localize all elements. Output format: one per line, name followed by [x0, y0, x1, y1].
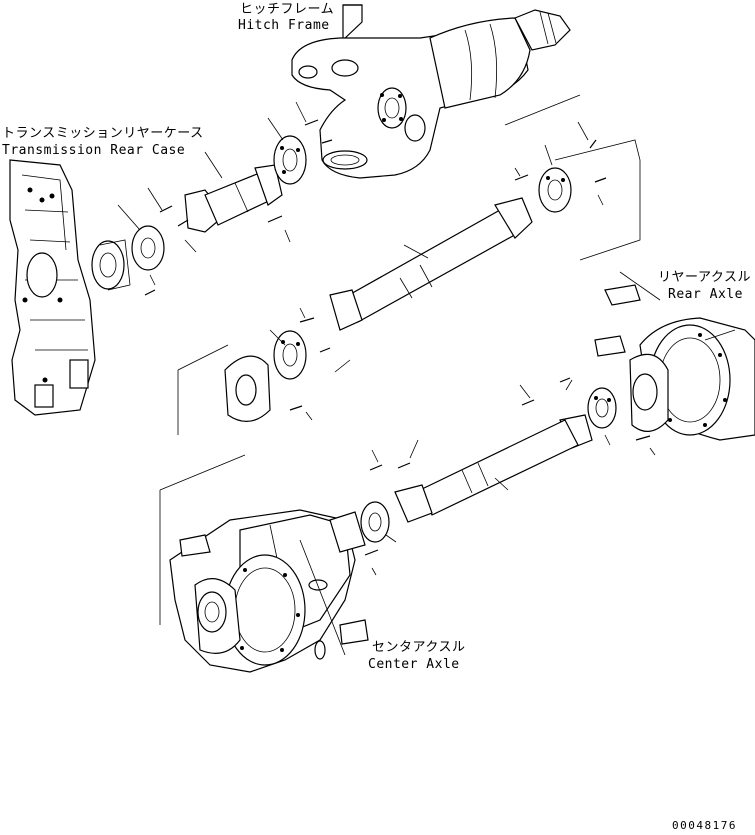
front-drive-shaft — [91, 94, 581, 296]
center-axle-label-jp: センタアクスル — [372, 640, 466, 655]
hitch-frame-label-jp: ヒッチフレーム — [240, 2, 335, 17]
center-axle — [159, 454, 369, 673]
middle-drive-shaft — [177, 121, 641, 435]
transmission-rear-case — [9, 159, 96, 416]
rear-axle — [594, 271, 755, 441]
hitch-frame-label-en: Hitch Frame — [238, 18, 330, 33]
center-axle-label-en: Center Axle — [368, 657, 460, 672]
rear-drive-shaft — [360, 377, 656, 576]
rear-axle-label-en: Rear Axle — [668, 287, 743, 302]
transmission-label-en: Transmission Rear Case — [2, 143, 186, 158]
drawing-number: 00048176 — [672, 819, 737, 832]
transmission-label-jp: トランスミッションリヤーケース — [2, 126, 204, 141]
rear-axle-label-jp: リヤーアクスル — [658, 270, 751, 285]
hitch-frame — [291, 4, 571, 179]
